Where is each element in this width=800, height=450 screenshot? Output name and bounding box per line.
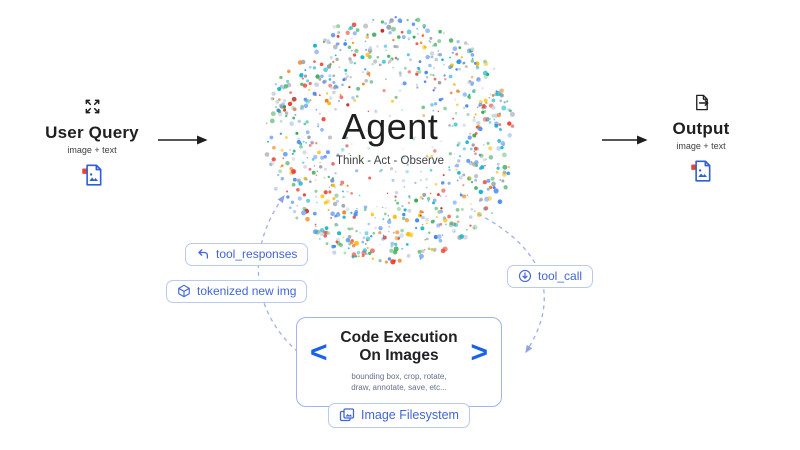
image-pdf-file-icon [28,162,156,188]
agent-node: Agent Think - Act - Observe [258,8,522,272]
image-frames-icon [339,407,355,423]
code-chevron-right-icon: > [470,336,488,369]
agent-subtitle: Think - Act - Observe [335,155,444,167]
download-circle-icon [518,269,532,283]
image-filesystem-label: Image Filesystem [361,408,459,422]
tokenized-new-img-chip: tokenized new img [166,280,308,303]
user-query-node: User Query image + text [28,96,156,188]
code-chevron-left-icon: < [310,336,328,369]
agent-title: Agent [341,106,439,147]
code-box-caption-line2: draw, annotate, save, etc... [351,382,447,392]
tool-responses-chip: tool_responses [185,243,309,266]
code-box-caption-line1: bounding box, crop, rotate, [351,371,447,381]
agent-glow [310,96,470,188]
tool-call-label: tool_call [538,269,583,283]
cube-icon [177,284,191,298]
output-meta: image + text [676,141,726,151]
user-query-title: User Query [45,123,139,142]
output-export-icon [642,92,760,112]
user-query-icon [28,96,156,116]
output-node: Output image + text [642,92,760,184]
code-execution-box: < > Code Execution On Images bounding bo… [296,317,502,407]
tool-call-chip: tool_call [507,265,594,288]
code-box-title-line2: On Images [359,346,439,364]
code-box-title: Code Execution On Images [297,329,501,365]
tool-responses-label: tool_responses [216,247,298,261]
code-box-caption: bounding box, crop, rotate, draw, annota… [297,371,501,393]
tokenized-new-img-label: tokenized new img [197,284,297,298]
agent-label: Agent Think - Act - Observe [258,106,522,167]
output-image-file-icon [642,158,760,184]
return-arrow-icon [196,247,210,261]
code-box-title-line1: Code Execution [340,329,458,346]
image-filesystem-chip: Image Filesystem [328,403,470,428]
output-title: Output [672,119,730,138]
user-query-meta: image + text [67,145,117,155]
